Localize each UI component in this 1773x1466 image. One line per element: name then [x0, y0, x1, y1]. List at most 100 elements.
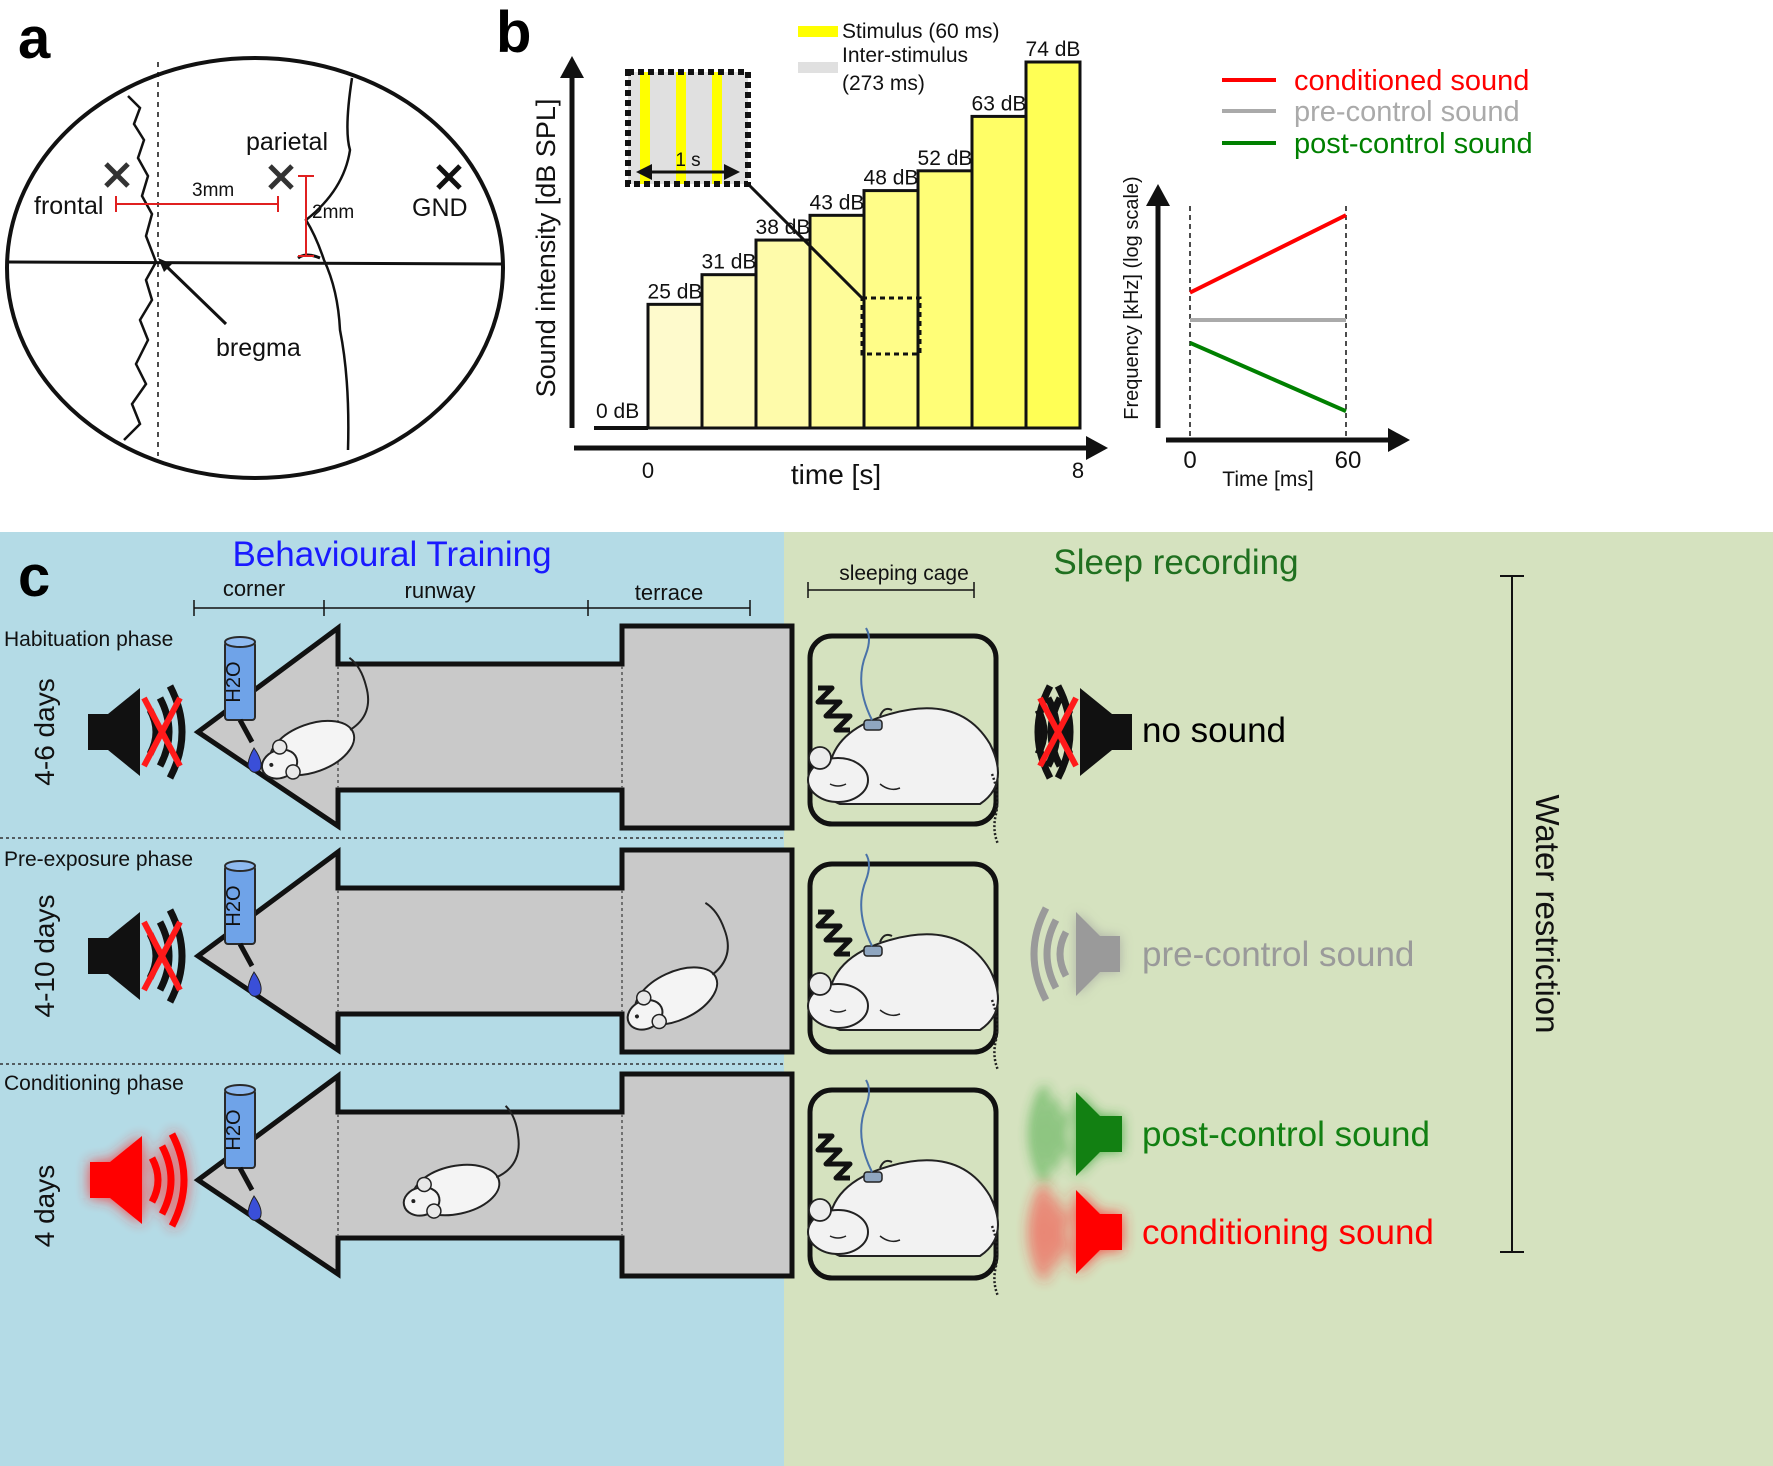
phase-days-habituation: 4-6 days: [29, 678, 60, 785]
zone-scale: corner runway terrace: [193, 576, 751, 616]
freq-legend: conditioned sound pre-control sound post…: [1222, 65, 1533, 160]
legend-inter-1: Inter-stimulus: [842, 44, 968, 67]
x-axis-title: time [s]: [791, 459, 881, 490]
freq-y-title: Frequency [kHz] (log scale): [1121, 176, 1143, 419]
bar-value-label: 63 dB: [972, 92, 1027, 115]
legend-pre: pre-control sound: [1294, 96, 1520, 128]
water-bottle-1: H2O: [223, 637, 261, 772]
y-axis-title: Sound intensity [dB SPL]: [531, 99, 561, 398]
zone-runway: runway: [405, 578, 476, 603]
x-tick-0: 0: [642, 458, 654, 483]
bar-1-2s: [700, 273, 758, 430]
sleep-sound-conditioning: conditioning sound: [1142, 1213, 1434, 1252]
y-axis-arrowhead: [560, 56, 584, 78]
legend-inter-2: (273 ms): [842, 72, 925, 95]
skull-diagram: frontal parietal GND bregma 3mm 2mm: [5, 56, 505, 480]
sleep-sound-pre: pre-control sound: [1142, 935, 1414, 974]
phase-days-conditioning: 4 days: [29, 1165, 60, 1248]
legend-swatch-stimulus: [798, 26, 838, 37]
label-gnd: GND: [412, 194, 468, 222]
bar-2-3s: [754, 238, 812, 430]
sleep-sound-none: no sound: [1142, 711, 1286, 750]
water-label-1: H2O: [223, 661, 245, 702]
bar-3-4s: [808, 213, 866, 430]
legend-conditioned: conditioned sound: [1294, 65, 1529, 97]
bar-value-label: 48 dB: [864, 167, 919, 190]
water-bottle-3: H2O: [223, 1085, 261, 1220]
sleep-cage-3: [806, 1078, 1000, 1298]
sleep-title: Sleep recording: [1053, 543, 1298, 582]
bar-value-label: 31 dB: [702, 251, 757, 274]
bar-value-label: 25 dB: [648, 280, 703, 303]
freq-x-tick-60: 60: [1335, 447, 1362, 474]
bar-7-8s: [1024, 60, 1082, 430]
cage-frame-3: [807, 1087, 999, 1281]
panel-letter-a: a: [18, 6, 51, 71]
inset-stimulus-bar-2: [676, 72, 686, 184]
bar-4-5s: [862, 189, 920, 430]
bar-5-6s: [916, 169, 974, 430]
phase-name-preexposure: Pre-exposure phase: [4, 848, 193, 871]
midline: [7, 260, 503, 266]
bar-6-7s: [970, 114, 1028, 430]
legend-post: post-control sound: [1294, 128, 1533, 160]
inset-stimulus-bar-3: [712, 72, 722, 184]
water-restriction-label: Water restriction: [1529, 795, 1566, 1034]
inset-stimulus: 1 s: [625, 69, 922, 356]
water-bottle-2: H2O: [223, 861, 261, 996]
inset-arrow-right: [724, 164, 740, 180]
freq-x-tick-0: 0: [1183, 447, 1196, 474]
water-restriction-bracket: Water restriction: [1500, 575, 1566, 1253]
x-tick-8: 8: [1072, 458, 1084, 483]
label-3mm: 3mm: [192, 180, 234, 201]
cage-scale: sleeping cage: [807, 562, 975, 598]
inset-stimulus-bar-1: [640, 72, 650, 184]
label-parietal: parietal: [246, 128, 328, 156]
label-baseline: 0 dB: [596, 400, 639, 423]
speaker-muted-1: [88, 686, 182, 778]
sleep-sound-post: post-control sound: [1142, 1115, 1430, 1154]
legend-swatch-inter: [798, 62, 838, 73]
x-axis-arrowhead: [1086, 436, 1108, 460]
panel-letter-c: c: [18, 544, 50, 609]
freq-series-group: [1189, 213, 1347, 414]
inset-arrow-left: [636, 164, 652, 180]
phase-preexposure: Pre-exposure phase 4-10 days H2O: [4, 848, 792, 1052]
dimension-3mm: [115, 196, 279, 212]
sleep-cage-2: [806, 852, 1000, 1072]
inset-border: [625, 69, 751, 187]
training-title: Behavioural Training: [232, 535, 551, 574]
skull-outline: [5, 56, 505, 480]
sleep-speaker-conditioning: [1030, 1184, 1122, 1280]
sleep-cage-1: [806, 626, 1000, 846]
zone-corner: corner: [223, 576, 285, 601]
speaker-muted-2: [88, 910, 182, 1002]
legend-stimulus: Stimulus (60 ms): [842, 20, 1000, 43]
freq-series-conditioned: [1189, 213, 1347, 295]
panel-letter-b: b: [496, 0, 531, 65]
phase-habituation: Habituation phase 4-6 days H2O: [4, 626, 792, 828]
zone-terrace: terrace: [635, 580, 703, 605]
label-bregma: bregma: [216, 334, 301, 362]
water-label-3: H2O: [223, 1109, 245, 1150]
bregma-arrowhead: [158, 258, 172, 272]
cage-frame-1: [807, 633, 999, 827]
freq-x-title: Time [ms]: [1222, 468, 1313, 491]
freq-y-arrowhead: [1146, 184, 1170, 206]
inset-source-box: [860, 296, 922, 356]
cage-frame-2: [807, 861, 999, 1055]
phase-days-preexposure: 4-10 days: [29, 895, 60, 1018]
sleep-no-sound-cross: [1037, 696, 1079, 768]
inset-connector: [746, 182, 866, 302]
electrode-parietal: [268, 164, 294, 190]
electrode-gnd: [436, 164, 462, 190]
bar-value-label: 43 dB: [810, 191, 865, 214]
bar-value-label: 52 dB: [918, 147, 973, 170]
bar-value-label: 74 dB: [1026, 38, 1081, 61]
sleep-speaker-pre: [1030, 906, 1120, 1002]
freq-x-arrowhead: [1388, 428, 1410, 452]
freq-series-post-control: [1189, 340, 1347, 414]
label-2mm: 2mm: [312, 202, 354, 223]
phase-name-habituation: Habituation phase: [4, 628, 173, 651]
